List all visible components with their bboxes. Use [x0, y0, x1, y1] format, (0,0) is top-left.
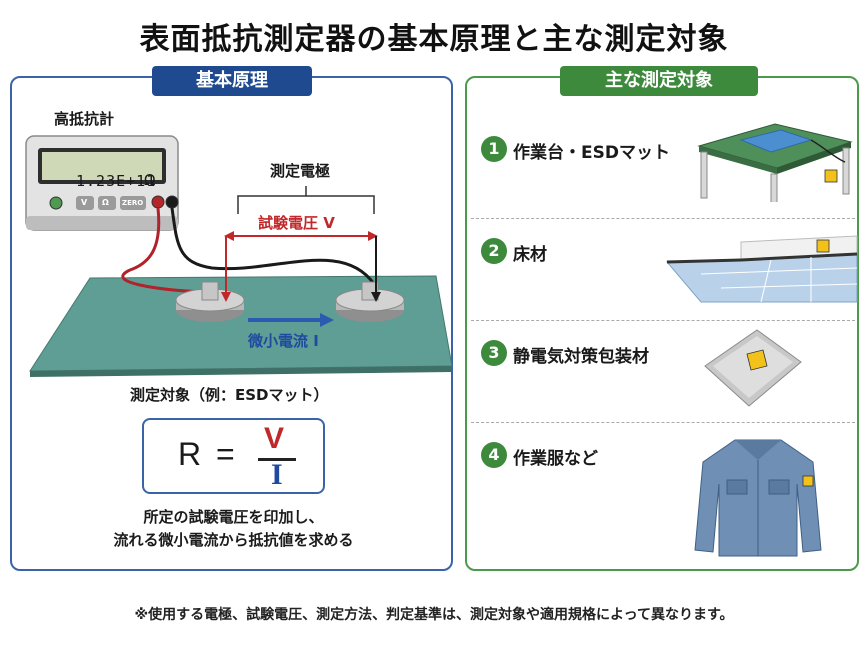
- formula-r: R: [178, 436, 202, 472]
- item-number: 3: [481, 340, 507, 366]
- fraction-line: [258, 458, 296, 461]
- page-title: 表面抵抗測定器の基本原理と主な測定対象: [139, 22, 729, 57]
- electrode-label: 測定電極: [270, 162, 331, 180]
- item-label: 静電気対策包装材: [513, 347, 649, 367]
- meter-display: [42, 152, 162, 180]
- target-item-floor: 2 床材: [467, 180, 861, 303]
- target-item-workbench: 1 作業台・ESDマット: [467, 78, 861, 202]
- item-label: 作業台・ESDマット: [513, 143, 670, 163]
- principle-panel: 基本原理 高抵抗計: [10, 66, 453, 571]
- current-label: 微小電流 I: [248, 332, 319, 350]
- targets-header: 主な測定対象: [560, 66, 758, 96]
- item-divider: [471, 320, 855, 321]
- zero-button-label: ZERO: [122, 199, 144, 207]
- high-resistance-meter: [25, 135, 179, 231]
- formula-equals: =: [216, 436, 235, 472]
- footnote: ※使用する電極、試験電圧、測定方法、判定基準は、測定対象や適用規格によって異なり…: [134, 607, 734, 623]
- meter-display-value: 1.23E+11: [76, 172, 157, 190]
- description-line-2: 流れる微小電流から抵抗値を求める: [113, 531, 354, 549]
- workwear-icon: [694, 439, 822, 557]
- target-item-packaging: 3 静電気対策包装材: [467, 282, 861, 407]
- voltage-label: 試験電圧 V: [258, 214, 335, 232]
- ohm-button-label: Ω: [102, 198, 109, 207]
- item-label: 床材: [513, 245, 547, 265]
- item-label: 作業服など: [513, 449, 598, 469]
- description-line-1: 所定の試験電圧を印加し、: [143, 508, 324, 526]
- item-divider: [471, 218, 855, 219]
- esd-mat-edge: [30, 366, 452, 377]
- target-label: 測定対象（例：ESDマット）: [130, 386, 329, 404]
- electrode-right: [335, 281, 405, 322]
- principle-header: 基本原理: [152, 66, 312, 96]
- item-divider: [471, 422, 855, 423]
- v-button-label: V: [81, 198, 88, 207]
- meter-unit: Ω: [144, 171, 156, 189]
- zero-button: [120, 196, 146, 210]
- esd-mat: [29, 275, 453, 372]
- item-number: 1: [481, 136, 507, 162]
- red-cable: [121, 207, 203, 294]
- formula-v: V: [264, 422, 285, 455]
- principle-illustration: [25, 135, 453, 377]
- black-terminal: [165, 195, 179, 209]
- formula-box: R = V I: [142, 418, 325, 494]
- black-cable: [170, 207, 376, 285]
- red-terminal: [151, 195, 165, 209]
- targets-panel: 主な測定対象 1 作業台・ESDマット 2 床材: [465, 66, 861, 571]
- target-item-workwear: 4 作業服など: [467, 384, 861, 557]
- item-number: 4: [481, 442, 507, 468]
- workbench-icon: [697, 123, 853, 202]
- formula-i: I: [271, 458, 283, 491]
- meter-label: 高抵抗計: [54, 110, 115, 128]
- item-number: 2: [481, 238, 507, 264]
- power-button: [49, 196, 63, 210]
- floor-icon: [665, 235, 858, 303]
- ohm-button: [98, 196, 116, 210]
- packaging-icon: [704, 329, 802, 407]
- v-button: [76, 196, 94, 210]
